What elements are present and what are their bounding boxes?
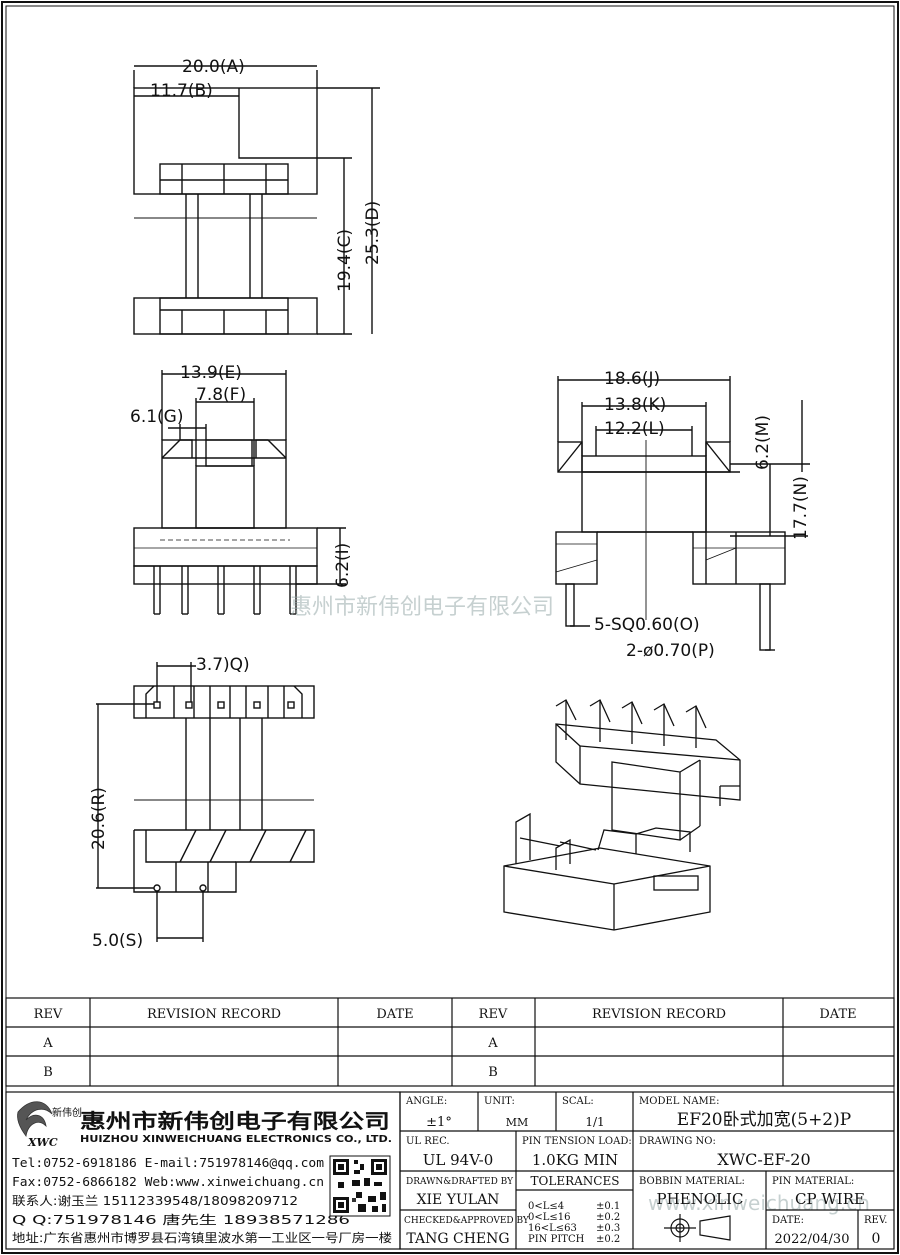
side-view: [555, 376, 810, 651]
watermark-url: www.xinweichuang.cn: [648, 1191, 870, 1215]
bottom-view: [96, 662, 315, 942]
rev-header-2: REV: [479, 1007, 508, 1022]
company-name-en: HUIZHOU XINWEICHUANG ELECTRONICS CO., LT…: [80, 1134, 392, 1145]
drawn-by-label: DRAWN&DRAFTED BY: [406, 1177, 514, 1187]
front-view: [133, 370, 346, 615]
angle-label: ANGLE:: [405, 1096, 447, 1107]
rev-header-1: REV: [34, 1007, 63, 1022]
dim-l-label: 12.2(L): [604, 419, 665, 439]
dim-i-label: 6.2(I): [333, 543, 353, 588]
revision-record-header-1: REVISION RECORD: [147, 1007, 281, 1022]
pin-tension-value: 1.0KG MIN: [532, 1151, 618, 1169]
drawing-no-label: DRAWING NO:: [639, 1136, 716, 1147]
drawing-no-value: XWC-EF-20: [717, 1150, 810, 1169]
dim-e-label: 13.9(E): [180, 363, 242, 383]
date-label: DATE:: [772, 1215, 804, 1226]
dim-m-label: 6.2(M): [753, 415, 773, 470]
pin-tension-label: PIN TENSION LOAD:: [522, 1136, 632, 1147]
dim-q-label: 3.7)Q): [196, 655, 250, 675]
date-header-1: DATE: [376, 1007, 413, 1022]
dim-n-label: 17.7(N): [791, 476, 811, 540]
angle-value: ±1°: [426, 1115, 452, 1130]
rev-cell-b-2: B: [488, 1065, 498, 1080]
tolerance-range-1: 0<L≤4: [528, 1201, 564, 1212]
dim-g-label: 6.1(G): [130, 407, 183, 427]
top-view: [133, 65, 380, 335]
ul-value: UL 94V-0: [423, 1151, 494, 1169]
tolerance-range-4: PIN PITCH: [528, 1234, 585, 1245]
dim-k-label: 13.8(K): [604, 395, 666, 415]
dim-f-label: 7.8(F): [196, 385, 246, 405]
tolerance-value-3: ±0.3: [596, 1223, 620, 1234]
model-value: EF20卧式加宽(5+2)P: [677, 1110, 851, 1130]
rev-cell-a-2: A: [487, 1036, 498, 1051]
rev-value: 0: [872, 1231, 881, 1247]
qr-code: [329, 1155, 391, 1217]
tolerance-value-2: ±0.2: [596, 1212, 620, 1223]
scale-value: 1/1: [585, 1115, 604, 1129]
tolerance-range-3: 16<L≤63: [528, 1223, 577, 1234]
company-tel: Tel:0752-6918186 E-mail:751978146@qq.com: [12, 1156, 324, 1170]
isometric-view: [503, 699, 741, 931]
dim-r-label: 20.6(R): [89, 787, 109, 850]
bobbin-material-label: BOBBIN MATERIAL:: [639, 1176, 745, 1187]
dim-j-label: 18.6(J): [604, 369, 660, 389]
rev-cell-a-1: A: [42, 1036, 53, 1051]
dim-o-label: 5-SQ0.60(O): [594, 615, 700, 635]
watermark-company: 惠州市新伟创电子有限公司: [290, 595, 554, 620]
dim-a-label: 20.0(A): [182, 57, 245, 77]
rev-label: REV.: [864, 1215, 887, 1226]
tolerances-label: TOLERANCES: [531, 1174, 620, 1188]
tolerance-range-2: 0<L≤16: [528, 1212, 571, 1223]
model-label: MODEL NAME:: [639, 1096, 719, 1107]
dim-p-label: 2-ø0.70(P): [626, 641, 715, 661]
checked-by-value: TANG CHENG: [406, 1231, 509, 1247]
company-name-cn: 惠州市新伟创电子有限公司: [80, 1109, 390, 1133]
checked-by-label: CHECKED&APPROVED BY: [404, 1216, 530, 1226]
revision-record-header-2: REVISION RECORD: [592, 1007, 726, 1022]
tolerance-value-1: ±0.1: [596, 1201, 620, 1212]
dim-b-label: 11.7(B): [150, 81, 213, 101]
company-logo: 新伟创 XWC: [17, 1101, 82, 1149]
pin-material-label: PIN MATERIAL:: [772, 1176, 854, 1187]
company-contact: 联系人:谢玉兰 15112339548/18098209712: [12, 1193, 298, 1208]
date-value: 2022/04/30: [775, 1232, 850, 1247]
dim-d-label: 25.3(D): [363, 201, 383, 265]
ul-label: UL REC.: [406, 1136, 450, 1147]
dim-s-label: 5.0(S): [92, 931, 143, 951]
unit-value: MM: [506, 1116, 529, 1129]
svg-text:XWC: XWC: [27, 1136, 58, 1149]
revision-table: [5, 997, 895, 1087]
scale-label: SCAL:: [562, 1096, 594, 1107]
pin-material-value: CP WIRE: [795, 1190, 865, 1208]
company-block: 新伟创 XWC 惠州市新伟创电子有限公司 HUIZHOU XINWEICHUAN…: [5, 1091, 401, 1250]
company-address: 地址:广东省惠州市博罗县石湾镇里波水第一工业区一号厂房一楼: [12, 1230, 392, 1245]
company-fax: Fax:0752-6866182 Web:www.xinweichuang.cn: [12, 1175, 324, 1189]
rev-cell-b-1: B: [43, 1065, 53, 1080]
svg-text:新伟创: 新伟创: [52, 1106, 82, 1119]
unit-label: UNIT:: [484, 1096, 515, 1107]
tolerance-value-4: ±0.2: [596, 1234, 620, 1245]
title-block: [399, 1091, 895, 1250]
dim-c-label: 19.4(C): [335, 229, 355, 292]
bobbin-material-value: PHENOLIC: [657, 1190, 744, 1208]
drawn-by-value: XIE YULAN: [417, 1192, 500, 1208]
company-qq: Q Q:751978146 唐先生 18938571286: [12, 1212, 350, 1227]
date-header-2: DATE: [819, 1007, 856, 1022]
projection-symbol-icon: [664, 1214, 731, 1242]
